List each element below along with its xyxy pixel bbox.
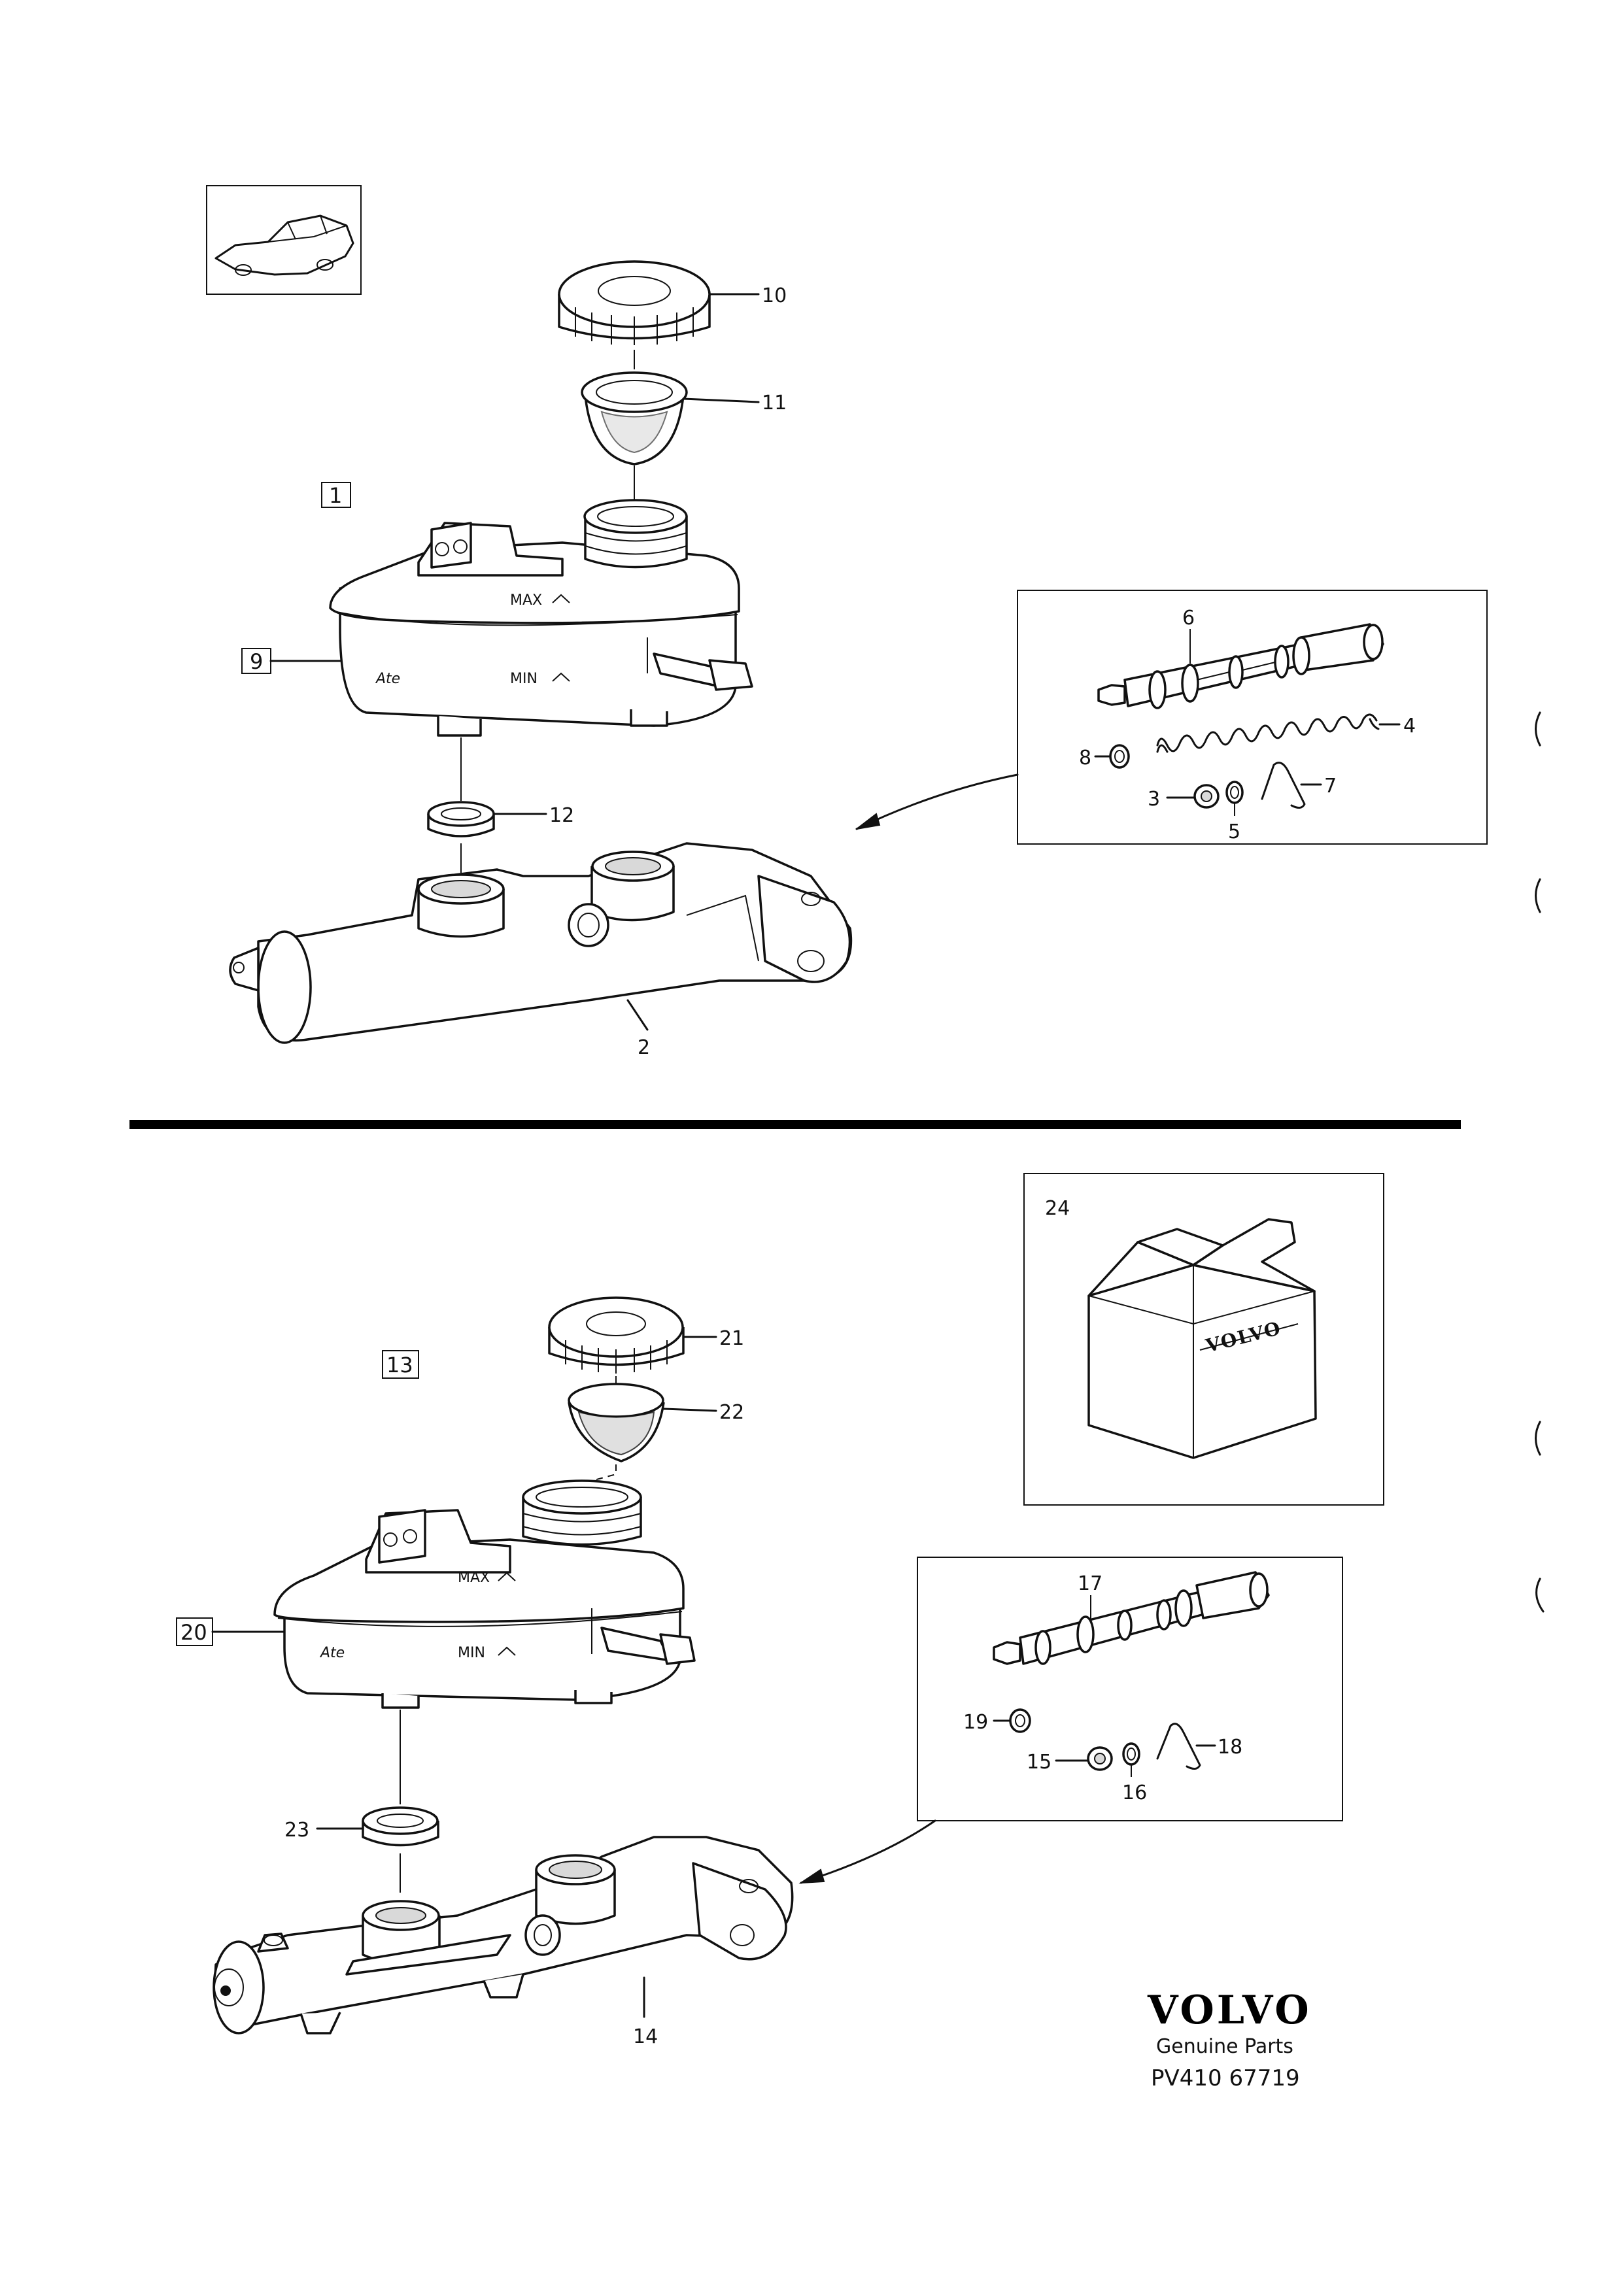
- reservoir-filter-lower: [568, 1383, 665, 1462]
- callout-12: 12: [549, 804, 574, 827]
- callout-3: 3: [1148, 788, 1160, 811]
- ate-logo-lower: Ate: [319, 1645, 345, 1661]
- repair-kit-box: 24 VOLVO: [1023, 1173, 1384, 1506]
- scan-mark: [1535, 1578, 1545, 1613]
- volvo-logo-icon: VOLVO: [1147, 1987, 1312, 2033]
- upper-assembly: 10 11 1: [229, 260, 853, 1059]
- max-marking-lower: MAX: [458, 1570, 490, 1586]
- callout-21: 21: [719, 1327, 744, 1350]
- scan-mark: [1535, 1421, 1541, 1456]
- reservoir-filter: [581, 371, 688, 465]
- car-thumbnail-icon: [206, 185, 362, 295]
- footer-brand: VOLVO: [1147, 1987, 1312, 2033]
- nut-lower: [1087, 1746, 1113, 1771]
- washer: [1109, 744, 1130, 769]
- scan-mark: [1535, 711, 1541, 747]
- group-box-13: [382, 1350, 419, 1379]
- upper-repair-kit-panel: 6 4 8 3 5 7: [1017, 590, 1488, 845]
- retaining-clip-lower: [1156, 1723, 1201, 1770]
- reservoir-seal-lower: [362, 1806, 439, 1847]
- reservoir-cap-lower: [548, 1296, 685, 1374]
- o-ring-lower: [1122, 1742, 1140, 1766]
- washer-lower: [1009, 1708, 1031, 1733]
- callout-5: 5: [1228, 820, 1240, 843]
- callout-16: 16: [1122, 1781, 1147, 1804]
- callout-23: 23: [284, 1819, 309, 1842]
- return-spring: [1156, 713, 1380, 753]
- group-box-1: [321, 482, 351, 508]
- callout-11: 11: [762, 392, 787, 414]
- group-box-13-label: 13: [386, 1353, 413, 1377]
- fluid-reservoir: MAX MIN Ate: [329, 499, 753, 737]
- footer-reference: PV410 67719: [1151, 2065, 1300, 2091]
- min-marking-lower: MIN: [458, 1645, 485, 1661]
- callout-14: 14: [633, 2025, 658, 2048]
- callout-15: 15: [1027, 1751, 1051, 1774]
- callout-2: 2: [638, 1036, 650, 1059]
- lower-repair-kit-panel: 17 19 15 16 18: [917, 1557, 1343, 1821]
- nut: [1193, 784, 1220, 809]
- min-marking: MIN: [510, 671, 538, 687]
- callout-10: 10: [762, 284, 787, 307]
- callout-8: 8: [1079, 747, 1091, 769]
- lower-assembly: 21 22 13: [176, 1296, 794, 2048]
- callout-18: 18: [1218, 1736, 1242, 1759]
- callout-7: 7: [1324, 775, 1337, 798]
- callout-22: 22: [719, 1401, 744, 1424]
- callout-24: 24: [1045, 1197, 1070, 1220]
- retaining-clip: [1261, 762, 1306, 809]
- ate-logo: Ate: [375, 671, 400, 687]
- master-cylinder-lower: [213, 1836, 794, 2034]
- max-marking: MAX: [510, 592, 542, 609]
- reservoir-cap: [558, 260, 711, 345]
- reservoir-box-9-label: 9: [250, 649, 263, 674]
- footer-tagline: Genuine Parts: [1156, 2035, 1293, 2058]
- section-divider: [129, 1120, 1461, 1129]
- reservoir-seal: [427, 801, 495, 837]
- piston-assembly-lower: [993, 1571, 1270, 1665]
- group-box-1-label: 1: [329, 483, 342, 508]
- callout-19: 19: [963, 1711, 988, 1734]
- fluid-reservoir-lower: MAX MIN Ate: [273, 1479, 696, 1709]
- callout-6: 6: [1182, 607, 1195, 630]
- callout-4: 4: [1403, 715, 1416, 737]
- reservoir-box-20-label: 20: [180, 1620, 207, 1645]
- o-ring: [1225, 781, 1244, 804]
- callout-17: 17: [1078, 1572, 1102, 1595]
- piston-assembly: [1097, 623, 1384, 709]
- scan-mark: [1535, 878, 1541, 913]
- master-cylinder: [229, 842, 853, 1044]
